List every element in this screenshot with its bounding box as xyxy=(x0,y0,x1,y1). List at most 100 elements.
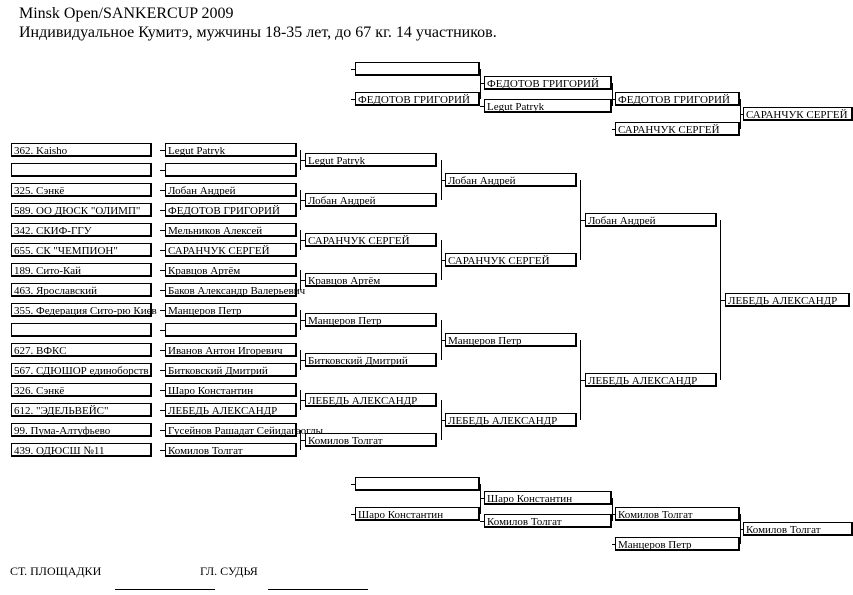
participant-club: 627. ВФКС xyxy=(11,343,152,357)
competition-title: Minsk Open/SANKERCUP 2009 xyxy=(19,5,234,22)
repechage-entry: ФЕДОТОВ ГРИГОРИЙ xyxy=(355,92,480,106)
participant-connector xyxy=(160,410,165,411)
bracket-connector xyxy=(441,340,445,341)
participant-name xyxy=(165,323,297,337)
participant-name: Кравцов Артём xyxy=(165,263,297,277)
bracket-connector xyxy=(612,498,613,521)
winner-round1-box: Кравцов Артём xyxy=(305,273,437,287)
bracket-connector xyxy=(580,380,585,381)
bracket-connector xyxy=(480,83,484,84)
bracket-connector xyxy=(612,544,615,545)
bracket-connector xyxy=(740,114,743,115)
chief-judge-label: ГЛ. СУДЬЯ xyxy=(200,564,258,578)
participant-connector xyxy=(160,250,165,251)
bracket-connector xyxy=(300,320,305,321)
bracket-connector xyxy=(740,529,743,530)
winner-round1-box: ЛЕБЕДЬ АЛЕКСАНДР xyxy=(305,393,437,407)
bracket-connector xyxy=(612,514,615,515)
bracket-connector xyxy=(441,180,445,181)
participant-connector xyxy=(160,150,165,151)
repechage-entry: Шаро Константин xyxy=(355,507,480,521)
participant-name: Шаро Константин xyxy=(165,383,297,397)
bracket-connector xyxy=(351,514,355,515)
participant-club xyxy=(11,323,152,337)
participant-connector xyxy=(160,210,165,211)
bracket-connector xyxy=(300,440,305,441)
bracket-connector xyxy=(300,240,305,241)
bracket-connector xyxy=(300,400,305,401)
bracket-connector xyxy=(612,99,615,100)
bracket-connector xyxy=(351,484,355,485)
repechage-round2: Комилов Толгат xyxy=(615,507,740,521)
participant-club: 326. Сэнкё xyxy=(11,383,152,397)
participant-club: 362. Kaisho xyxy=(11,143,152,157)
winner-round1-box: Лобан Андрей xyxy=(305,193,437,207)
participant-club: 99. Пума-Алтуфьево xyxy=(11,423,152,437)
participant-connector xyxy=(160,290,165,291)
participant-connector xyxy=(160,370,165,371)
participant-club: 463. Ярославский xyxy=(11,283,152,297)
winner-round1-box: САРАНЧУК СЕРГЕЙ xyxy=(305,233,437,247)
repechage-round1: Legut Patryk xyxy=(484,99,612,113)
participant-club: 342. СКИФ-ГГУ xyxy=(11,223,152,237)
participant-club: 355. Федерация Сито-рю Киев xyxy=(11,303,157,317)
participant-name: Лобан Андрей xyxy=(165,183,297,197)
participant-name: Мельников Алексей xyxy=(165,223,297,237)
participant-name xyxy=(165,163,297,177)
winner-round1-box: Комилов Толгат xyxy=(305,433,437,447)
participant-club: 567. СДЮШОР единоборств xyxy=(11,363,152,377)
champion-box: ЛЕБЕДЬ АЛЕКСАНДР xyxy=(725,293,850,307)
participant-connector xyxy=(160,230,165,231)
participant-name: Legut Patryk xyxy=(165,143,297,157)
participant-connector xyxy=(160,450,165,451)
repechage-entry xyxy=(355,62,480,76)
participant-name: САРАНЧУК СЕРГЕЙ xyxy=(165,243,297,257)
participant-connector xyxy=(160,170,165,171)
winner-round1-box: Битковский Дмитрий xyxy=(305,353,437,367)
bracket-connector xyxy=(300,360,305,361)
participant-connector xyxy=(160,350,165,351)
bracket-connector xyxy=(300,160,305,161)
winner-round1-box: Legut Patryk xyxy=(305,153,437,167)
participant-club: 439. ОДЮСШ №11 xyxy=(11,443,152,457)
bracket-connector xyxy=(580,220,585,221)
repechage-round2: Манцеров Петр xyxy=(615,537,740,551)
winner-quarterfinals-box: ЛЕБЕДЬ АЛЕКСАНДР xyxy=(445,413,577,427)
participant-connector xyxy=(160,390,165,391)
repechage-winner: Комилов Толгат xyxy=(743,522,853,536)
participant-connector xyxy=(160,330,165,331)
bracket-connector xyxy=(480,521,484,522)
chief-judge-signature-line xyxy=(268,589,368,590)
participant-club: 589. ОО ДЮСК "ОЛИМП" xyxy=(11,203,152,217)
participant-club: 189. Сито-Кай xyxy=(11,263,152,277)
participant-name: Комилов Толгат xyxy=(165,443,297,457)
site-judge-label: СТ. ПЛОЩАДКИ xyxy=(10,564,102,578)
participant-connector xyxy=(160,310,165,311)
category-title: Индивидуальное Кумитэ, мужчины 18-35 лет… xyxy=(19,24,497,41)
bracket-connector xyxy=(612,83,613,106)
bracket-connector xyxy=(480,484,481,514)
bracket-connector xyxy=(300,280,305,281)
winner-quarterfinals-box: САРАНЧУК СЕРГЕЙ xyxy=(445,253,577,267)
bracket-connector xyxy=(612,129,615,130)
winner-quarterfinals-box: Лобан Андрей xyxy=(445,173,577,187)
participant-name: Баков Александр Валерьевич xyxy=(165,283,305,297)
participant-club: 325. Сэнкё xyxy=(11,183,152,197)
repechage-round1: Шаро Константин xyxy=(484,491,612,505)
winner-semifinals-box: Лобан Андрей xyxy=(585,213,717,227)
repechage-round2: САРАНЧУК СЕРГЕЙ xyxy=(615,122,740,136)
participant-connector xyxy=(160,190,165,191)
bracket-connector xyxy=(351,69,355,70)
participant-name: Манцеров Петр xyxy=(165,303,297,317)
bracket-connector xyxy=(351,99,355,100)
participant-club: 612. "ЭДЕЛЬВЕЙС" xyxy=(11,403,152,417)
participant-connector xyxy=(160,270,165,271)
winner-semifinals-box: ЛЕБЕДЬ АЛЕКСАНДР xyxy=(585,373,717,387)
repechage-round2: ФЕДОТОВ ГРИГОРИЙ xyxy=(615,92,740,106)
participant-name: ЛЕБЕДЬ АЛЕКСАНДР xyxy=(165,403,297,417)
bracket-connector xyxy=(480,498,484,499)
bracket-connector xyxy=(441,260,445,261)
participant-name: Битковский Дмитрий xyxy=(165,363,297,377)
bracket-connector xyxy=(480,69,481,99)
participant-club xyxy=(11,163,152,177)
